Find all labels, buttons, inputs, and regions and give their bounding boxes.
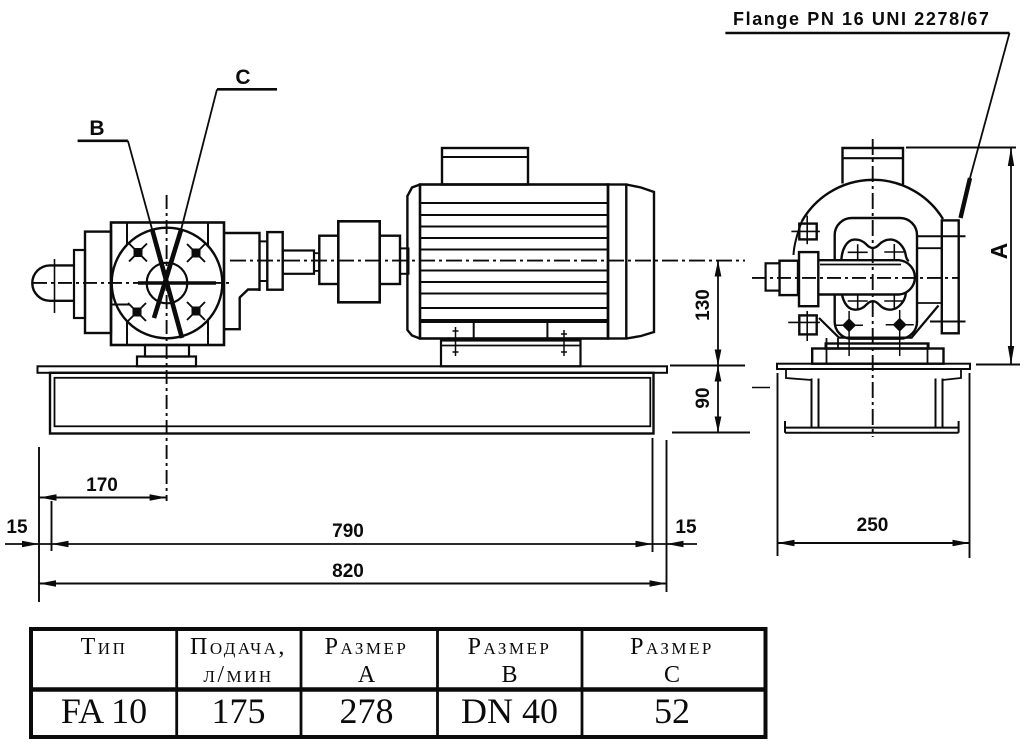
svg-text:278: 278 (340, 691, 394, 731)
svg-text:15: 15 (675, 517, 697, 538)
svg-text:175: 175 (212, 691, 266, 731)
svg-text:250: 250 (857, 515, 889, 536)
svg-text:820: 820 (332, 561, 364, 582)
svg-text:л/мин: л/мин (203, 662, 273, 688)
svg-text:170: 170 (86, 475, 118, 496)
svg-text:Размер: Размер (630, 634, 714, 660)
svg-text:A: A (986, 243, 1012, 260)
svg-text:790: 790 (332, 521, 364, 542)
svg-text:А: А (358, 662, 376, 688)
svg-text:15: 15 (6, 517, 28, 538)
svg-text:C: C (235, 66, 250, 89)
svg-text:Тип: Тип (81, 634, 128, 660)
svg-text:Подача,: Подача, (190, 634, 287, 660)
svg-text:90: 90 (693, 387, 714, 408)
svg-text:B: B (89, 117, 104, 140)
svg-text:С: С (664, 662, 680, 688)
svg-text:FA 10: FA 10 (61, 691, 147, 731)
svg-text:Размер: Размер (325, 634, 409, 660)
svg-text:Flange PN 16 UNI 2278/67: Flange PN 16 UNI 2278/67 (733, 9, 991, 29)
svg-text:В: В (501, 662, 517, 688)
svg-text:130: 130 (693, 289, 714, 321)
svg-text:Размер: Размер (468, 634, 552, 660)
svg-text:DN 40: DN 40 (461, 691, 558, 731)
svg-text:52: 52 (654, 691, 690, 731)
